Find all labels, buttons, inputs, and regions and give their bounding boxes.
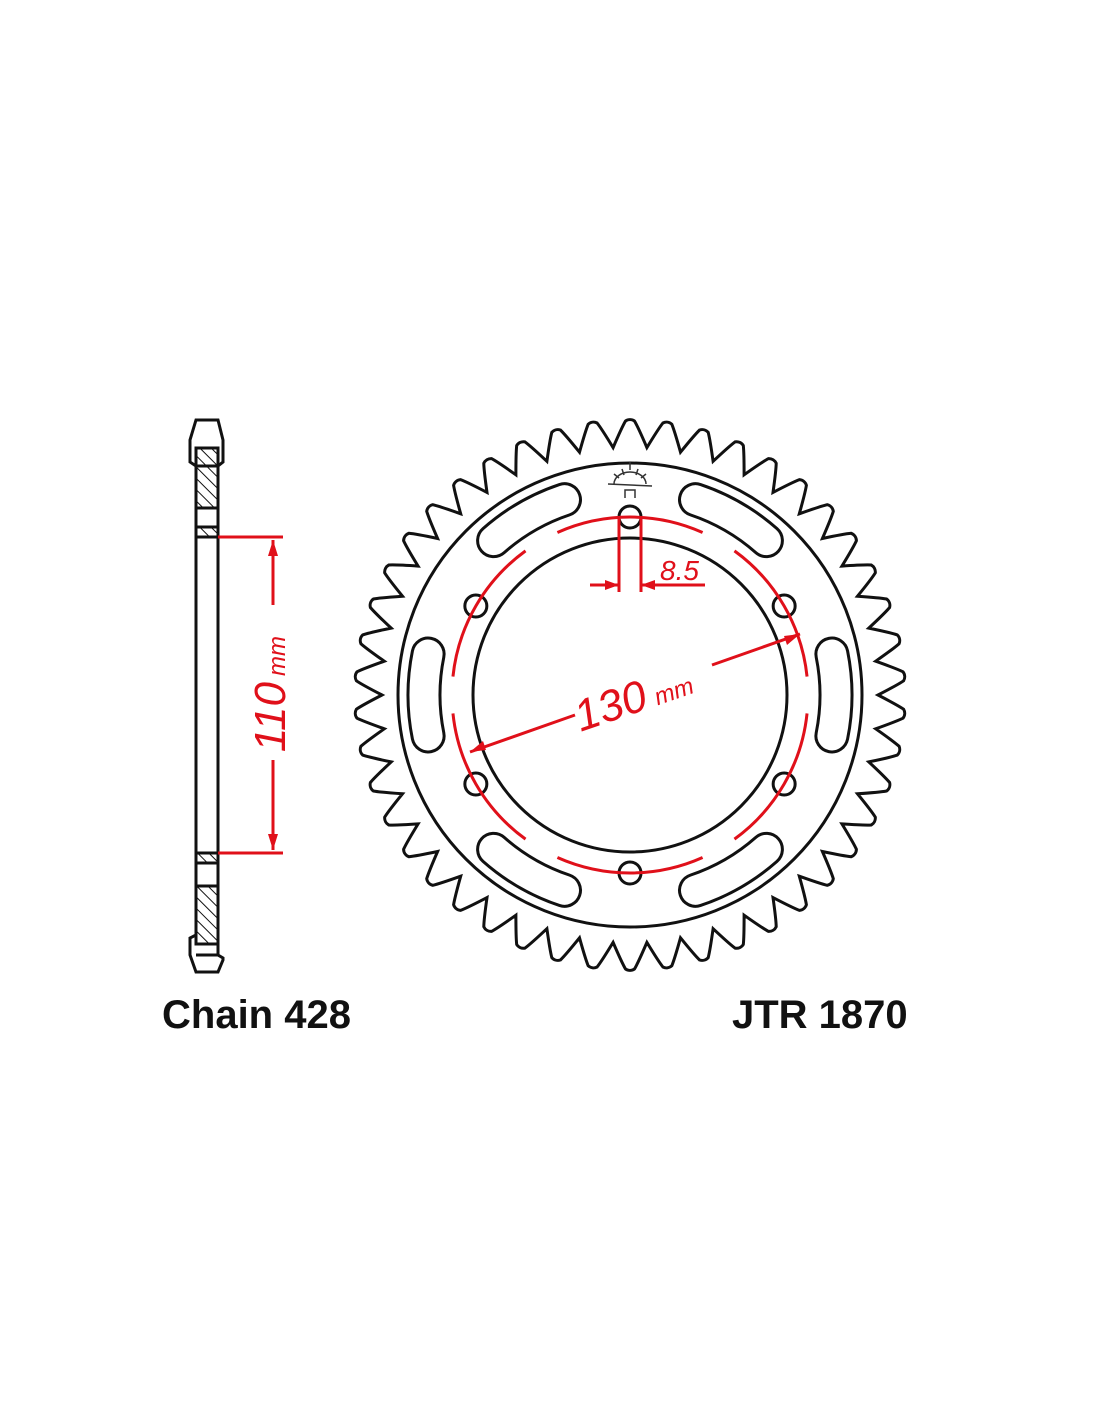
hole-dimension-value: 8.5 (660, 555, 699, 586)
bolt-circle (451, 515, 809, 875)
bolt-circle-arc (733, 549, 809, 677)
bolt-circle-unit: mm (651, 673, 698, 712)
side-dimension-value: 110 (246, 681, 295, 752)
part-number-label: JTR 1870 (732, 993, 908, 1037)
bolt-circle-arc (556, 856, 704, 875)
sun-logo-icon (607, 462, 653, 498)
side-dimension (218, 535, 283, 855)
bolt-hole (771, 593, 797, 619)
bolt-circle-arc (451, 713, 527, 841)
side-dimension-unit: mm (264, 636, 291, 676)
bolt-hole (463, 593, 489, 619)
slot (814, 636, 854, 754)
bolt-circle-value: 130 (568, 671, 654, 741)
hole-dimension (590, 517, 705, 592)
center-bore (471, 536, 789, 854)
lightening-slots (406, 482, 854, 908)
sprocket-teeth (353, 418, 907, 972)
bolt-circle-arc (733, 713, 809, 841)
slot (476, 831, 582, 908)
slot (678, 831, 784, 908)
front-view (353, 418, 907, 972)
bolt-hole (463, 771, 489, 797)
bolt-circle-arc (451, 549, 527, 677)
slot (406, 636, 446, 754)
chain-label: Chain 428 (162, 993, 351, 1037)
bolt-hole (771, 771, 797, 797)
slot (678, 482, 784, 559)
slot (476, 482, 582, 559)
bolt-circle-arc (556, 515, 704, 534)
bolt-circle-dimension (469, 632, 801, 754)
side-view (188, 418, 225, 974)
